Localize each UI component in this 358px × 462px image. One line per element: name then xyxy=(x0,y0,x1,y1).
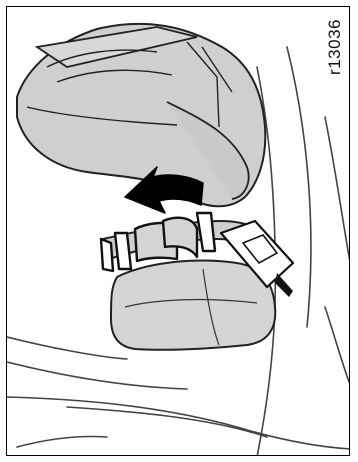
figure-frame: r13036 xyxy=(6,6,350,456)
seat-cushion xyxy=(111,261,275,350)
illustration xyxy=(7,7,350,456)
figure-code: r13036 xyxy=(325,19,345,75)
seat-belt-shell xyxy=(17,24,265,206)
